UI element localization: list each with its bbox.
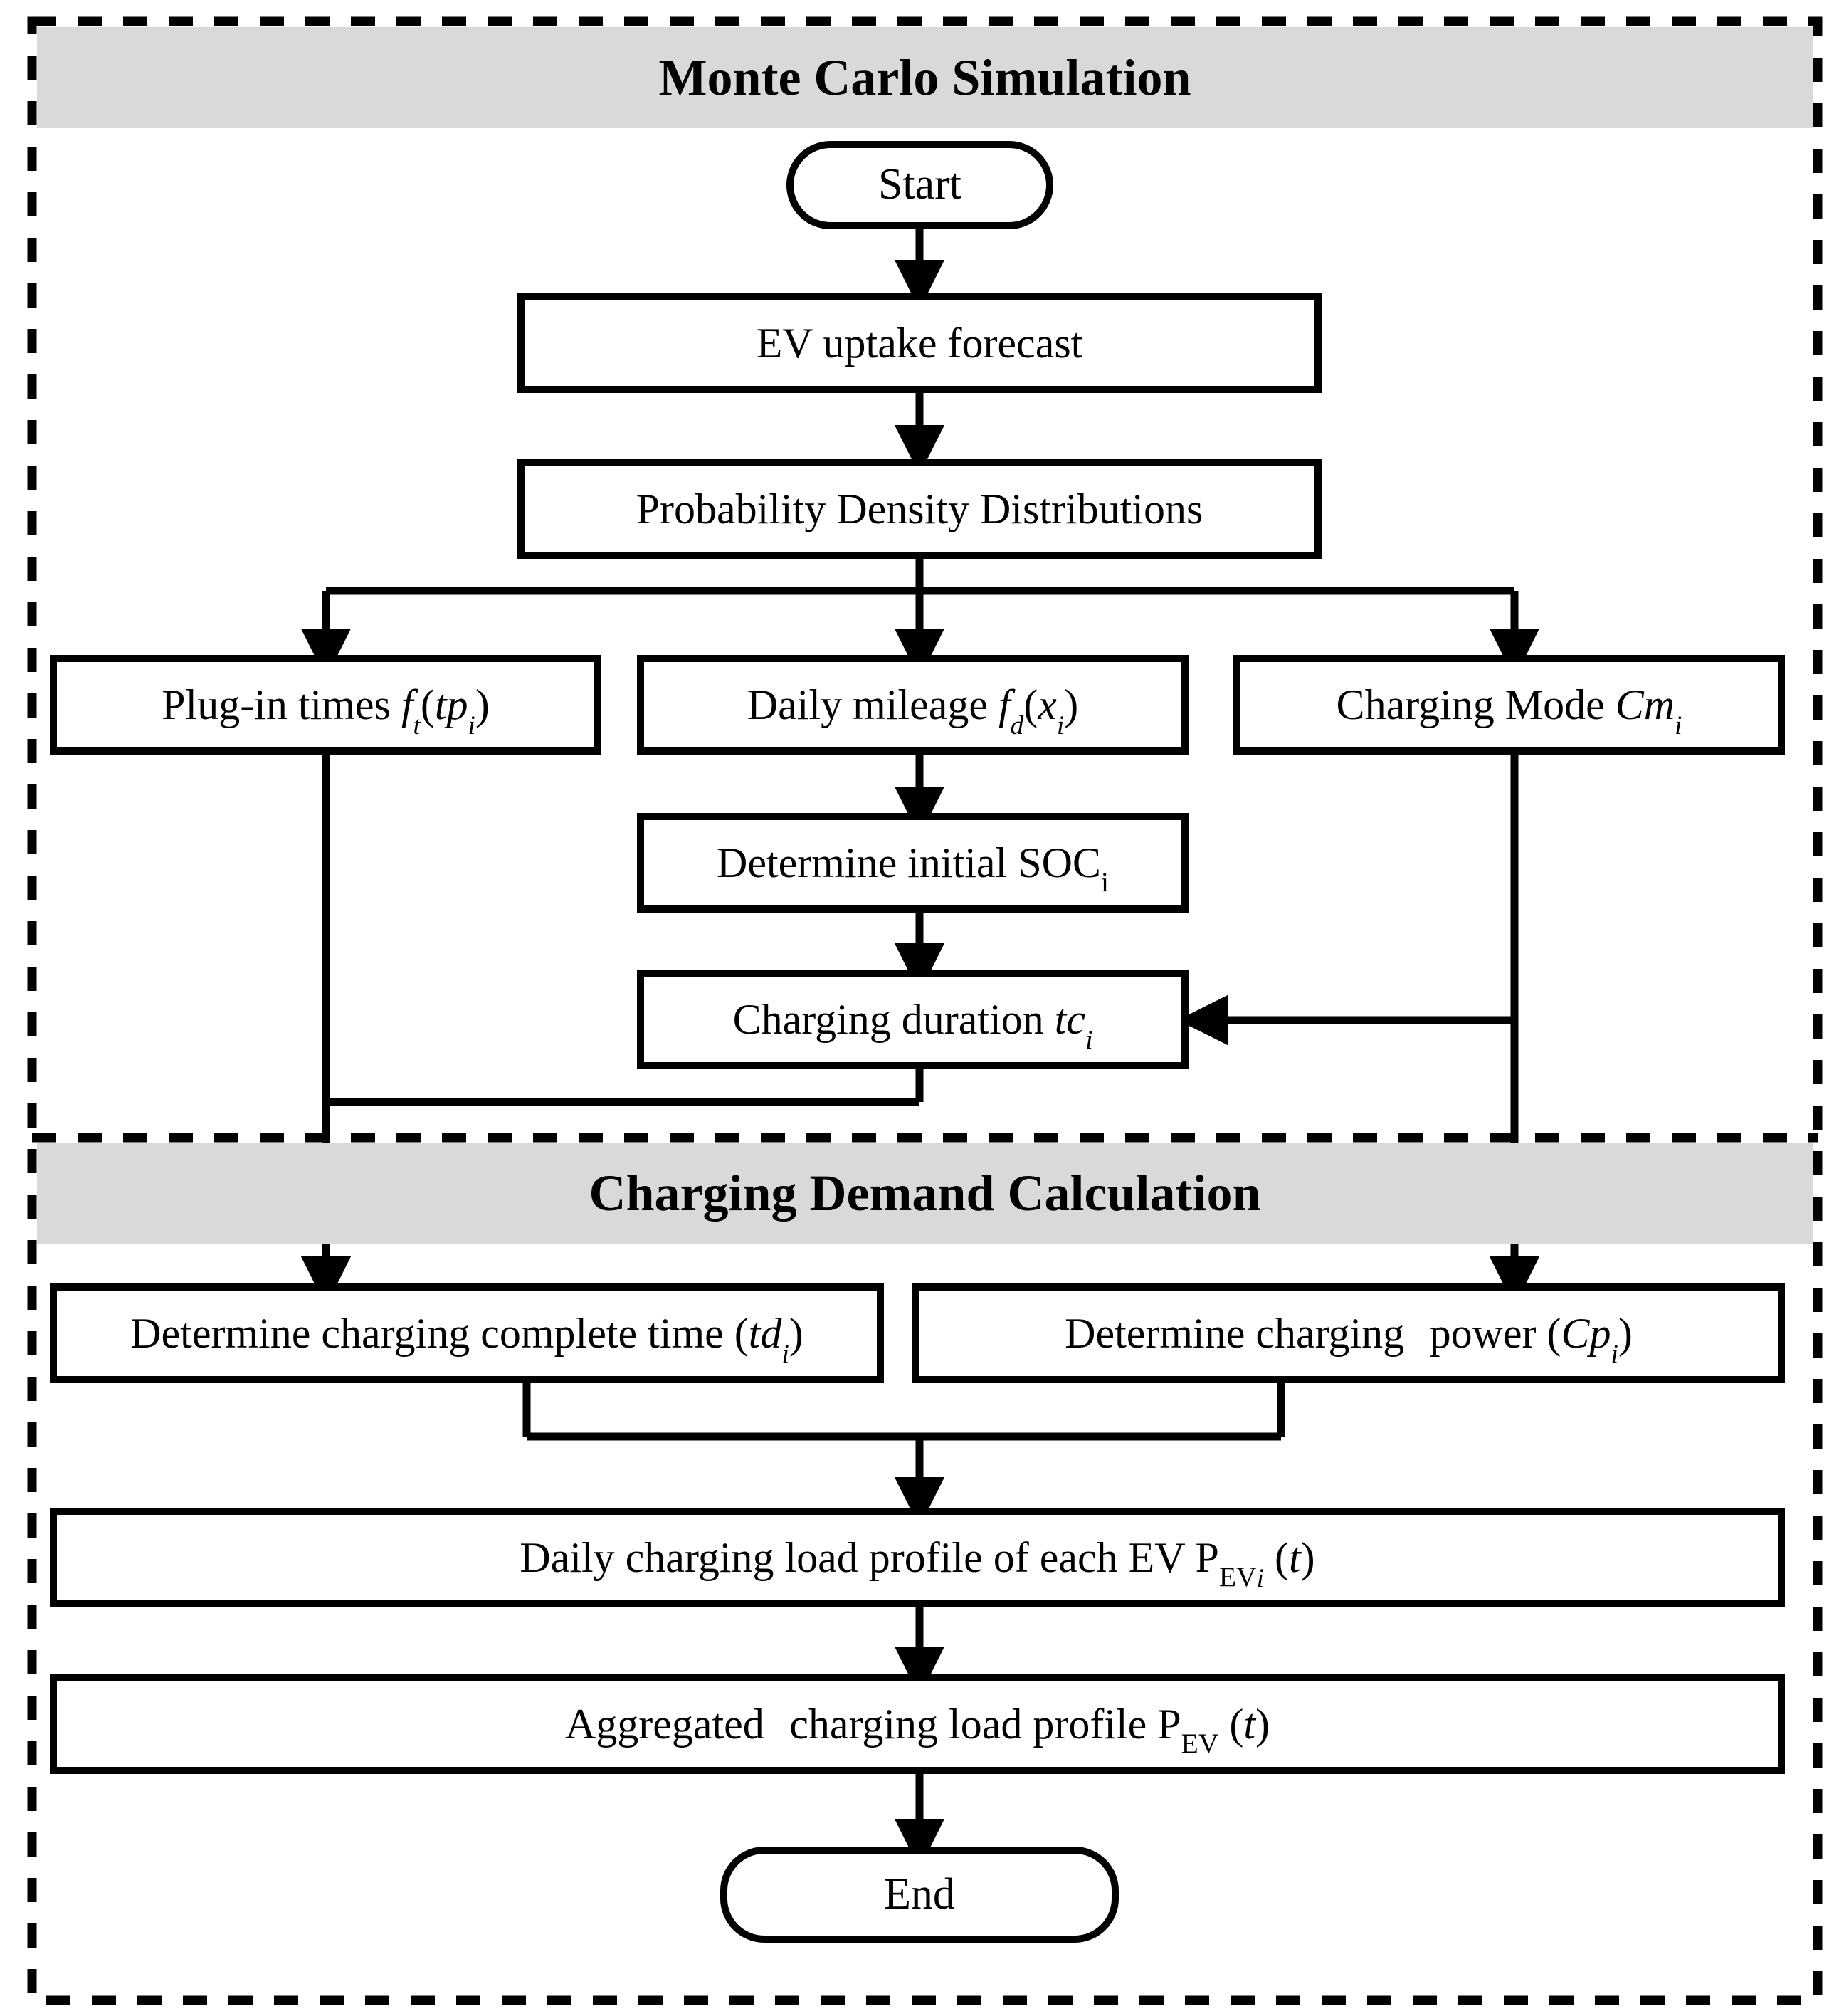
node-determine-charging-complete-time[interactable]: Determine charging complete time (tdi) [50, 1283, 884, 1383]
node-determine-charging-complete-time-label: Determine charging complete time (tdi) [130, 1309, 803, 1369]
node-charging-duration[interactable]: Charging duration tci [637, 970, 1189, 1069]
section-title-charging-demand: Charging Demand Calculation [589, 1164, 1261, 1222]
section-band-charging-demand: Charging Demand Calculation [37, 1143, 1813, 1244]
node-daily-mileage[interactable]: Daily mileage fd(xi) [637, 655, 1189, 755]
node-charging-mode[interactable]: Charging Mode Cmi [1233, 655, 1785, 755]
node-end[interactable]: End [720, 1847, 1119, 1943]
node-plug-in-times-label: Plug-in times ft(tpi) [162, 681, 490, 740]
section-band-monte-carlo: Monte Carlo Simulation [37, 27, 1813, 128]
node-daily-mileage-label: Daily mileage fd(xi) [747, 681, 1079, 740]
node-ev-uptake-forecast-label: EV uptake forecast [756, 319, 1083, 367]
outer-dashed-frame [27, 16, 1823, 2005]
node-determine-initial-soc[interactable]: Determine initial SOCi [637, 813, 1189, 913]
node-start[interactable]: Start [786, 141, 1053, 229]
node-end-label: End [884, 1869, 955, 1918]
node-charging-mode-label: Charging Mode Cmi [1336, 681, 1682, 740]
node-charging-duration-label: Charging duration tci [732, 995, 1093, 1055]
node-ev-uptake-forecast[interactable]: EV uptake forecast [517, 293, 1322, 393]
node-determine-charging-power[interactable]: Determine charging power (Cpi) [912, 1283, 1785, 1383]
node-probability-density-distributions[interactable]: Probability Density Distributions [517, 459, 1322, 559]
node-aggregated-charging-load-profile-label: Aggregated charging load profile PEV (t) [564, 1700, 1270, 1760]
node-start-label: Start [878, 160, 962, 209]
node-determine-charging-power-label: Determine charging power (Cpi) [1065, 1309, 1633, 1369]
node-aggregated-charging-load-profile[interactable]: Aggregated charging load profile PEV (t) [50, 1674, 1785, 1774]
section-title-monte-carlo: Monte Carlo Simulation [658, 48, 1191, 106]
node-daily-charging-load-profile[interactable]: Daily charging load profile of each EV P… [50, 1508, 1785, 1607]
node-determine-initial-soc-label: Determine initial SOCi [717, 839, 1109, 898]
node-plug-in-times[interactable]: Plug-in times ft(tpi) [50, 655, 601, 755]
node-probability-density-distributions-label: Probability Density Distributions [636, 485, 1203, 532]
node-daily-charging-load-profile-label: Daily charging load profile of each EV P… [520, 1533, 1315, 1593]
